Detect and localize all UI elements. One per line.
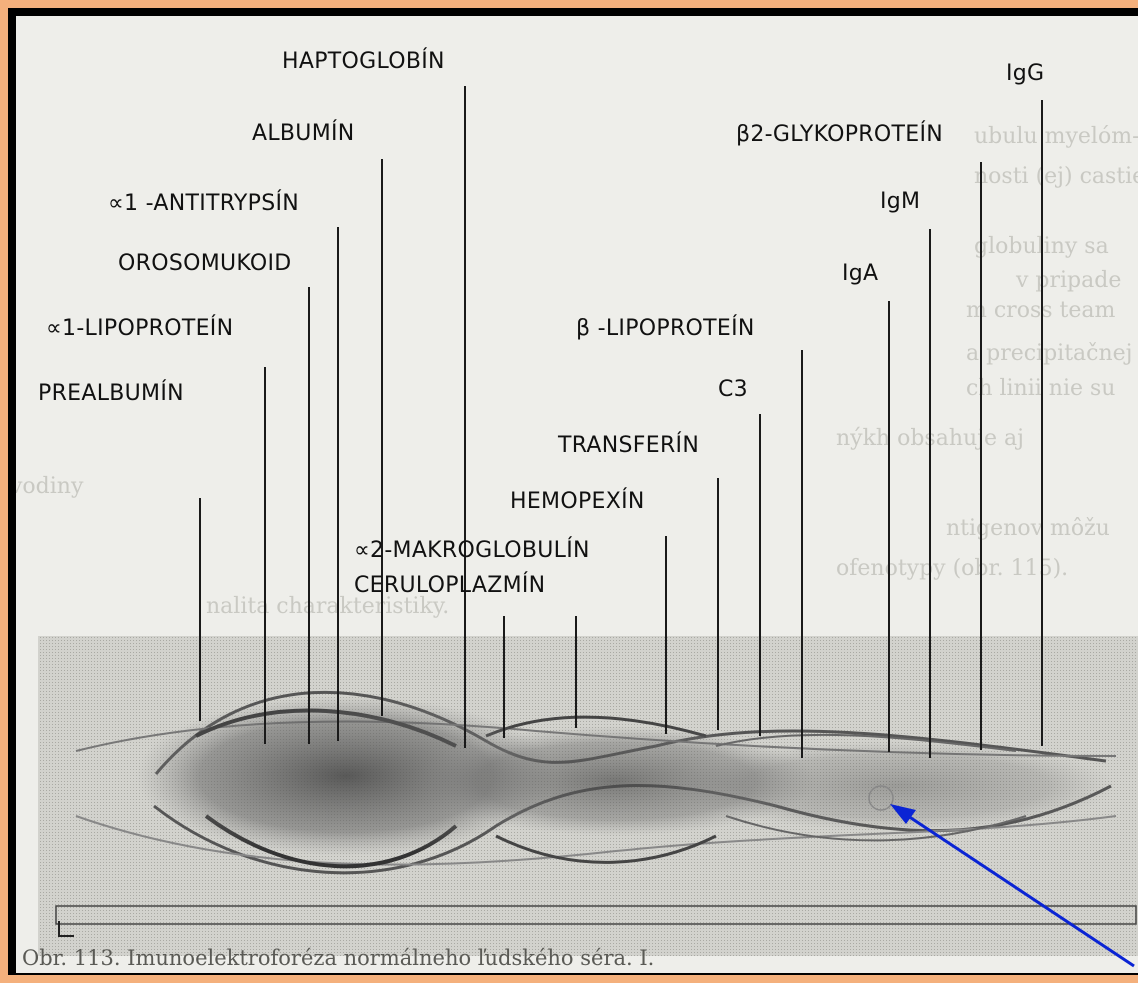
- label-transferin: TRANSFERÍN: [558, 434, 699, 458]
- label-prealbumin: PREALBUMÍN: [38, 382, 184, 406]
- dark-band-right: [676, 741, 1116, 831]
- label-igm: IgM: [880, 190, 920, 214]
- scanned-page: ubulu myelóm- nosti (ej) castie globulin…: [16, 16, 1138, 973]
- label-haptoglobin: HAPTOGLOBÍN: [282, 50, 445, 74]
- label-ceruloplazmin: CERULOPLAZMÍN: [354, 574, 545, 598]
- label-albumin: ALBUMÍN: [252, 122, 355, 146]
- label-b2-glykoprotein: β2-GLYKOPROTEÍN: [736, 123, 943, 147]
- label-igg: IgG: [1006, 62, 1044, 86]
- label-orosomukoid: OROSOMUKOID: [118, 252, 292, 276]
- label-hemopexin: HEMOPEXÍN: [510, 490, 645, 514]
- label-c3: C3: [718, 378, 748, 402]
- label-iga: IgA: [842, 262, 878, 286]
- label-a1-lipoprotein: ∝1-LIPOPROTEÍN: [46, 317, 233, 341]
- label-a2-makroglobulin: ∝2-MAKROGLOBULÍN: [354, 539, 590, 563]
- figure-caption: Obr. 113. Imunoelektroforéza normálneho …: [22, 946, 654, 970]
- label-a1-antitrypsin: ∝1 -ANTITRYPSÍN: [108, 192, 299, 216]
- label-b-lipoprotein: β -LIPOPROTEÍN: [576, 317, 755, 341]
